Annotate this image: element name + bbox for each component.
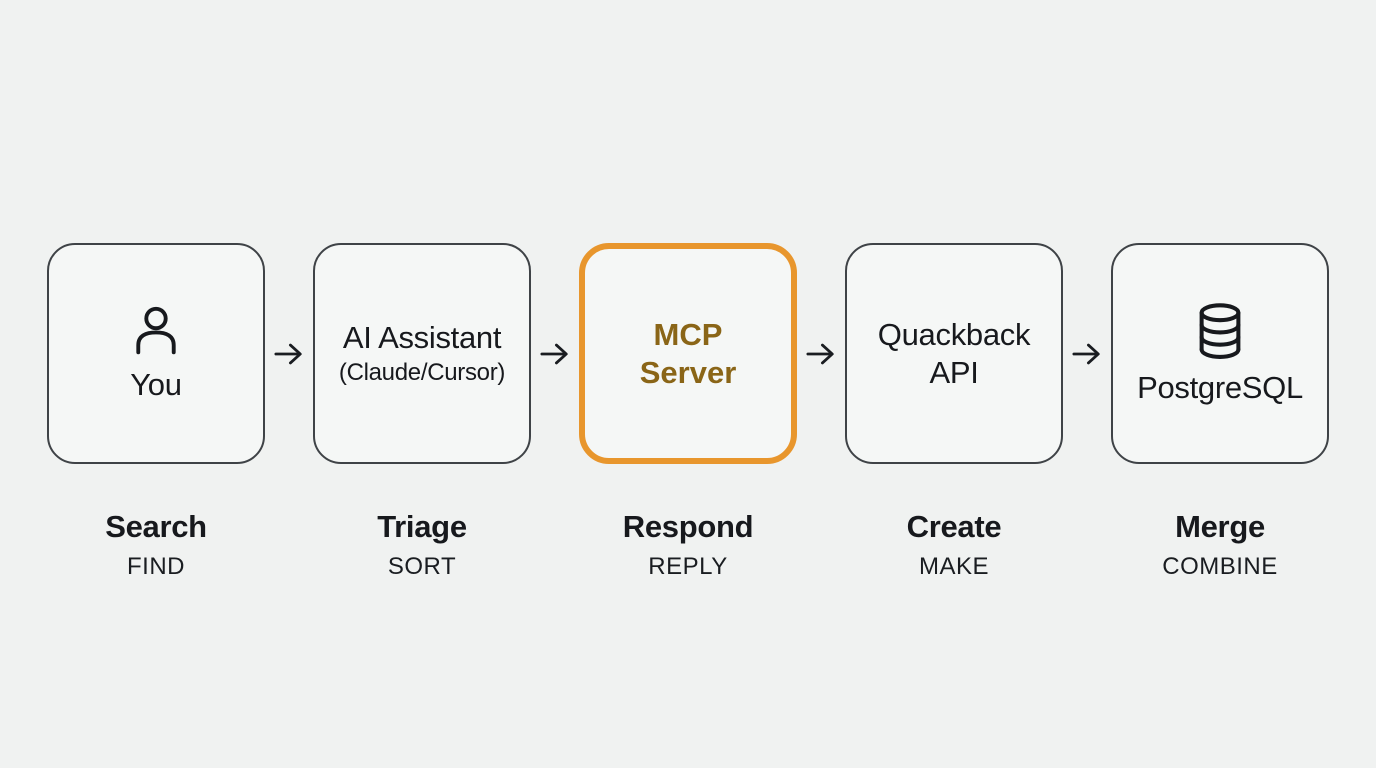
flow-arrow [1072,243,1102,464]
box-title-line1: Quackback [877,316,1031,352]
flow-arrow [806,243,836,464]
stage-label: Triage [377,509,467,544]
stage-sublabel: FIND [127,553,185,580]
box-title-line2: Server [639,354,737,390]
user-icon [129,304,183,360]
stage-label: Search [105,509,207,544]
stage-sublabel: MAKE [918,553,989,580]
stage-sublabel: REPLY [648,553,728,580]
pipeline-row: You Search FIND AI Assistant (Claude/Cur… [0,243,1376,582]
stage-ai-assistant: AI Assistant (Claude/Cursor) Triage SORT [313,243,531,582]
flow-arrow [540,243,570,464]
box-title-line2: API [929,354,979,390]
stage-mcp-server: MCP Server Respond REPLY [579,243,797,582]
box-postgresql: PostgreSQL [1111,243,1329,464]
box-you: You [47,243,265,464]
box-title: You [130,366,182,402]
box-quackback-api: Quackback API [845,243,1063,464]
stage-sublabel: COMBINE [1162,553,1278,580]
stage-sublabel: SORT [387,553,457,580]
box-ai-assistant: AI Assistant (Claude/Cursor) [313,243,531,464]
database-icon [1192,301,1248,363]
stage-label: Merge [1175,509,1265,544]
box-subtitle: (Claude/Cursor) [338,359,506,386]
stage-quackback-api: Quackback API Create MAKE [845,243,1063,582]
box-title: PostgreSQL [1137,369,1303,405]
flow-arrow [274,243,304,464]
box-title: AI Assistant [342,320,502,355]
stage-postgresql: PostgreSQL Merge COMBINE [1111,243,1329,582]
box-mcp-server: MCP Server [579,243,797,464]
stage-label: Create [906,509,1002,544]
box-title-line1: MCP [653,316,723,352]
stage-you: You Search FIND [47,243,265,582]
stage-label: Respond [622,509,754,544]
